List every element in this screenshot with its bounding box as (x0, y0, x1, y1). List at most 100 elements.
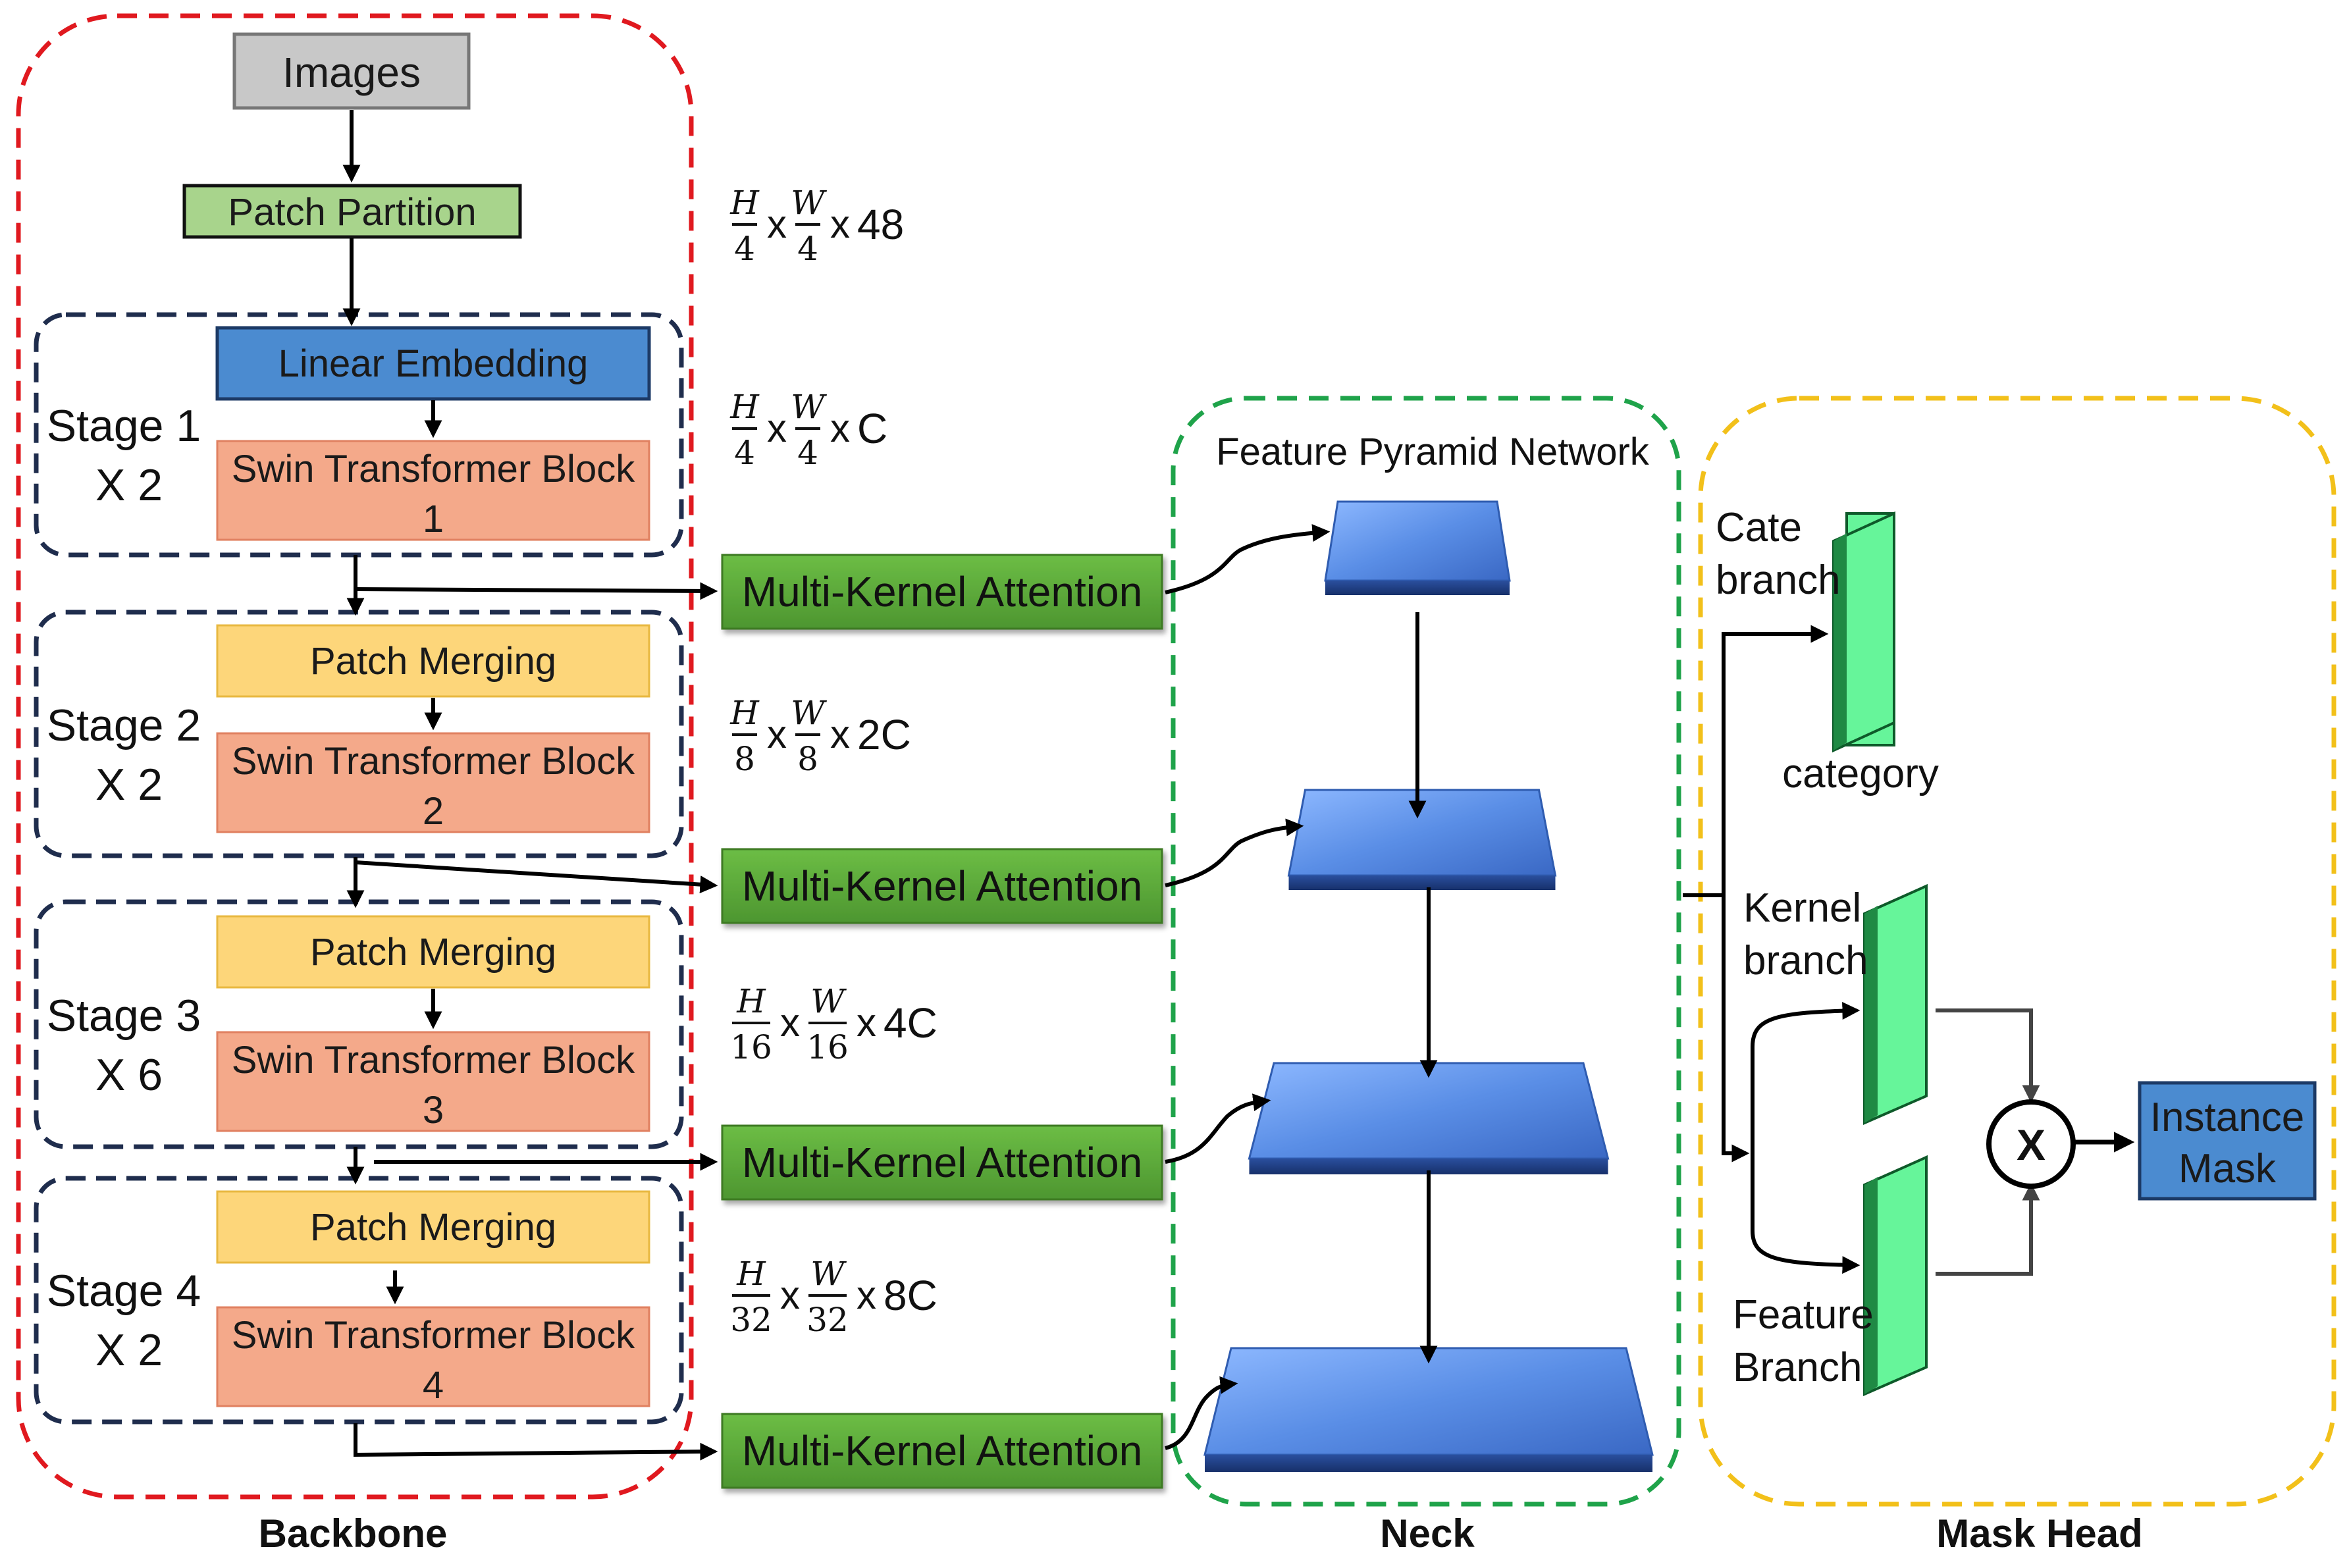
attention-3-to-pyramid-arrow (1165, 1093, 1271, 1164)
mask-head-section-label: Mask Head (1936, 1511, 2142, 1555)
stage-1-times-2: x (830, 406, 850, 450)
stage-4-w-divisor: 32 (806, 1301, 849, 1339)
stage-1-h-divisor: 4 (734, 434, 755, 472)
swin-block-2-index: 2 (423, 790, 444, 833)
stage-3-h-divisor: 16 (730, 1028, 772, 1066)
stage-2-times-1: x (767, 712, 787, 756)
attention-block-1-label: Multi-Kernel Attention (742, 568, 1142, 615)
attention-block-4: Multi-Kernel Attention (721, 1413, 1163, 1489)
patch-merging-3-label: Patch Merging (310, 931, 556, 974)
images-label: Images (282, 49, 421, 96)
stage-3-channels: 4C (884, 999, 937, 1047)
stage-1-name: Stage 1 (47, 401, 201, 451)
stage-3-times-2: x (857, 1001, 876, 1045)
stage-2-channels: 2C (857, 711, 911, 758)
instance-mask-label-line2: Mask (2178, 1146, 2277, 1191)
stage-1-times-1: x (767, 406, 787, 450)
cate-branch-arrow (1722, 625, 1829, 895)
pyramid-level-4-top (1203, 1347, 1654, 1456)
kernel-branch-prism (1863, 883, 1928, 1126)
cate-branch-prism (1832, 511, 1895, 753)
pyramid-level-1 (1324, 500, 1511, 595)
swin-block-4-box (216, 1306, 650, 1407)
attention-block-4-box (721, 1413, 1163, 1489)
feature-to-multiply-arrow (1936, 1182, 2040, 1276)
stage-4-w-symbol: W (810, 1255, 847, 1293)
partition-times-1: x (767, 202, 787, 246)
swin-block-4-title: Swin Transformer Block (232, 1314, 635, 1357)
attention-4-to-pyramid-arrow (1165, 1376, 1238, 1450)
patch-partition-label: Patch Partition (228, 191, 476, 234)
attention-1-to-pyramid-arrow (1165, 524, 1331, 594)
stage-3-w-symbol: W (810, 982, 847, 1020)
feature-branch-label-line2: Branch (1733, 1345, 1862, 1390)
swin-block-2-title: Swin Transformer Block (232, 740, 635, 783)
backbone-region (16, 13, 694, 1500)
swin-block-2-box (216, 732, 650, 833)
stage-4-name: Stage 4 (47, 1266, 201, 1316)
patch-merging-4-label: Patch Merging (310, 1206, 556, 1249)
partition-times-2: x (830, 202, 850, 246)
swin-block-3-title: Swin Transformer Block (232, 1039, 635, 1082)
swin-block-4-index: 4 (423, 1364, 444, 1407)
stage-4-times-1: x (780, 1273, 800, 1317)
swin-block-1-index: 1 (423, 498, 444, 540)
neck-region (1171, 396, 1681, 1507)
linear-embedding-box (215, 326, 651, 401)
partition-h-divisor: 4 (734, 230, 755, 268)
stage-3-times-1: x (780, 1001, 800, 1045)
instance-mask-label-line1: Instance (2150, 1095, 2304, 1140)
stage-2-h-symbol: H (729, 694, 760, 732)
pyramid-level-4 (1203, 1347, 1654, 1472)
stage-1-repeat: X 2 (95, 460, 163, 510)
stage-3-repeat: X 6 (95, 1050, 163, 1100)
partition-w-symbol: W (791, 184, 827, 222)
stage-1-h-symbol: H (729, 388, 760, 426)
stage-3-h-symbol: H (736, 982, 766, 1020)
pyramid-level-4-base (1205, 1455, 1652, 1472)
partition-channels: 48 (857, 201, 904, 248)
swin-block-1-title: Swin Transformer Block (232, 448, 635, 490)
swin-block-1-box (216, 440, 650, 541)
stage-3-w-divisor: 16 (806, 1028, 849, 1066)
stage-2-times-2: x (830, 712, 850, 756)
stage-2-h-divisor: 8 (734, 740, 755, 778)
stage-1-to-attention-1-arrow (355, 582, 718, 600)
kernel-to-multiply-arrow (1936, 1008, 2040, 1103)
neck-title: Feature Pyramid Network (1216, 431, 1650, 473)
kernel-branch-label-line1: Kernel (1743, 885, 1861, 931)
stage-2-name: Stage 2 (47, 700, 201, 750)
patch-merging-4-box (216, 1190, 650, 1264)
stage-2-region (34, 610, 684, 858)
instance-mask-box (2138, 1081, 2317, 1201)
stage-4-times-2: x (857, 1273, 876, 1317)
pyramid-level-3 (1248, 1062, 1610, 1174)
multiply-node (1986, 1099, 2076, 1189)
attention-block-1-box (721, 554, 1163, 630)
partition-w-divisor: 4 (797, 230, 818, 268)
attention-block-2-label: Multi-Kernel Attention (742, 862, 1142, 910)
stage-1-w-symbol: W (791, 388, 827, 426)
stage-2-to-attention-2-arrow (355, 860, 718, 894)
stage-3-name: Stage 3 (47, 991, 201, 1041)
stage-4-h-symbol: H (736, 1255, 766, 1293)
pyramid-level-3-top (1248, 1062, 1610, 1160)
multiply-symbol: X (2017, 1120, 2045, 1169)
pyramid-level-2 (1287, 789, 1557, 890)
swin-block-3-box (216, 1031, 650, 1132)
cate-branch-label-line1: Cate (1716, 505, 1802, 550)
stage-2-w-symbol: W (791, 694, 827, 732)
attention-block-2: Multi-Kernel Attention (721, 848, 1163, 924)
feature-branch-arrow (1751, 1153, 1861, 1274)
stage-4-channels: 8C (884, 1272, 937, 1319)
patch-merging-2-label: Patch Merging (310, 640, 556, 683)
stage-2-w-divisor: 8 (797, 740, 818, 778)
feature-branch-label-line1: Feature (1733, 1292, 1874, 1338)
swin-block-3-index: 3 (423, 1089, 444, 1132)
